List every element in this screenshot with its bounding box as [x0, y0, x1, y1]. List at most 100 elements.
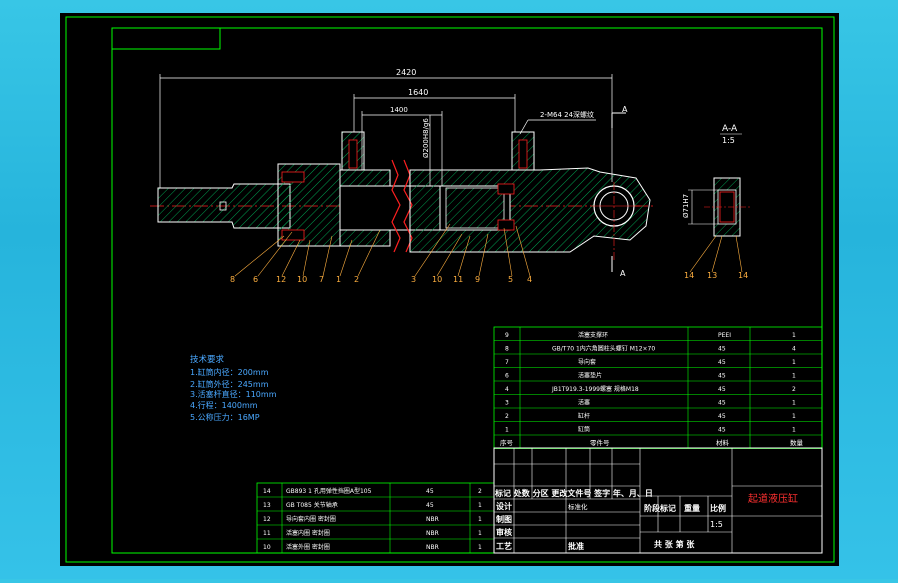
- bom-material: 45: [718, 386, 726, 393]
- tech-item: 3.活塞杆直径：110mm: [190, 389, 277, 399]
- piston-seal-bottom: [497, 219, 515, 231]
- bom-qty: 1: [792, 359, 796, 366]
- tech-item: 5.公称压力：16MP: [190, 412, 260, 422]
- balloon-label: 2: [354, 275, 359, 284]
- bom-qty: 1: [792, 400, 796, 407]
- title-check: 审核: [496, 527, 512, 537]
- bom-header-name: 零件号: [590, 438, 610, 447]
- balloon-label: 1: [336, 275, 341, 284]
- bom-name: GB T085 关节轴承: [286, 501, 338, 509]
- bom-qty: 1: [792, 332, 796, 339]
- corner-label-box: [111, 27, 221, 50]
- bom-qty: 1: [478, 502, 482, 509]
- bom-no: 11: [263, 530, 271, 537]
- view-mark-top: A: [622, 105, 628, 114]
- break-line: [391, 159, 401, 253]
- bom-qty: 1: [478, 544, 482, 551]
- bom-material: 45: [718, 413, 726, 420]
- bom-no: 3: [505, 400, 509, 407]
- bom-material: 45: [718, 373, 726, 380]
- table-row: 8 GB/T70 1内六角圆柱头螺钉 M12×70 45 4: [505, 345, 796, 353]
- tech-title: 技术要求: [190, 354, 225, 365]
- balloon-label: 13: [707, 271, 717, 280]
- bom-qty: 1: [478, 530, 482, 537]
- title-block: 标记 处数 分区 更改文件号 签字 年、月、日 设计 标准化 制图 审核 工艺 …: [493, 447, 823, 554]
- table-row: 10 活塞外圈 密封圈 NBR 1: [263, 543, 482, 551]
- bom-material: NBR: [426, 544, 439, 551]
- bom-no: 10: [263, 544, 271, 551]
- balloon-label: 7: [319, 275, 324, 284]
- bom-material: 45: [718, 427, 726, 434]
- dim-middle: 1640: [408, 88, 428, 97]
- dim-overall: 2420: [396, 68, 416, 77]
- balloon-label: 6: [253, 275, 258, 284]
- drawing-title: 起道液压缸: [748, 492, 798, 505]
- bom-material: NBR: [426, 516, 439, 523]
- bom-name: GB/T70 1内六角圆柱头螺钉 M12×70: [552, 345, 655, 353]
- title-process: 工艺: [496, 541, 512, 551]
- bom-name: 活塞外圈 密封圈: [286, 543, 330, 551]
- bom-material: NBR: [426, 530, 439, 537]
- bom-no: 1: [505, 427, 509, 434]
- balloon-label: 10: [297, 275, 307, 284]
- outer-border: [65, 16, 835, 563]
- balloon-label: 14: [684, 271, 694, 280]
- bom-no: 7: [505, 359, 509, 366]
- dim-inner: 1400: [390, 106, 408, 114]
- tech-item: 4.行程：1400mm: [190, 400, 258, 410]
- bom-no: 6: [505, 373, 509, 380]
- port-left-bore: [348, 139, 358, 169]
- balloon-label: 12: [276, 275, 286, 284]
- dim-bore: Ø200H8/g6: [422, 118, 430, 158]
- bom-header-material: 材料: [716, 438, 730, 447]
- section-label: A-A: [722, 124, 738, 134]
- bom-qty: 2: [478, 488, 482, 495]
- balloon-label: 10: [432, 275, 442, 284]
- port-right-bore: [518, 139, 528, 169]
- balloon-label: 3: [411, 275, 416, 284]
- view-mark-bottom: A: [620, 269, 626, 278]
- balloon-label: 14: [738, 271, 748, 280]
- bom-no: 14: [263, 488, 271, 495]
- rod-keyhole: [219, 201, 227, 211]
- bom-material: 45: [718, 346, 726, 353]
- title-weight: 重量: [684, 503, 700, 513]
- tech-requirements: 技术要求 1.缸筒内径：200mm 2.缸筒外径：245mm 3.活塞杆直径：1…: [190, 354, 277, 422]
- dim-pin-hole: Ø71H7: [682, 194, 690, 218]
- bom-no: 8: [505, 346, 509, 353]
- balloon-label: 8: [230, 275, 235, 284]
- bom-name: 缸筒: [578, 426, 590, 434]
- bom-no: 12: [263, 516, 271, 523]
- balloon-label: 5: [508, 275, 513, 284]
- dim-thread: 2-M64 24深螺纹: [540, 110, 594, 119]
- gland-seal-bottom: [281, 229, 305, 241]
- bom-qty: 2: [792, 386, 796, 393]
- bom-material: 45: [426, 502, 434, 509]
- title-design-val: 标准化: [568, 502, 588, 511]
- bom-name: 活塞支撑环: [578, 331, 608, 339]
- main-assembly-view: A A 2420 1640 1400 Ø200H8/g6 2-M64 24深螺纹: [150, 68, 655, 284]
- title-ratio: 比例: [710, 503, 726, 513]
- bom-no: 2: [505, 413, 509, 420]
- title-design: 设计: [496, 501, 512, 511]
- bom-qty: 1: [792, 413, 796, 420]
- section-view-a-a: A-A 1:5 Ø71H7 14 13 14: [682, 124, 752, 280]
- bom-material: 45: [718, 359, 726, 366]
- title-sheets: 共 张 第 张: [654, 539, 695, 549]
- bom-no: 4: [505, 386, 509, 393]
- bom-name: 活塞: [578, 399, 590, 407]
- bom-qty: 4: [792, 346, 796, 353]
- piston: [445, 187, 505, 229]
- bom-qty: 1: [478, 516, 482, 523]
- title-stage: 阶段标记: [644, 503, 676, 513]
